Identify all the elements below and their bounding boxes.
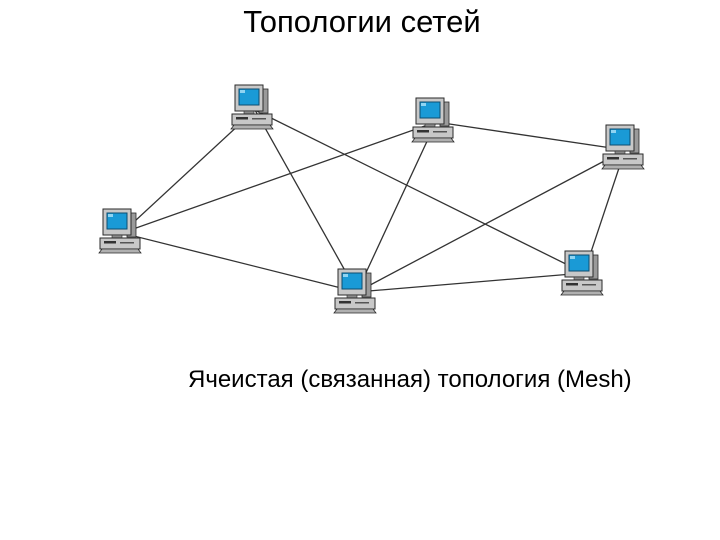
computer-icon bbox=[333, 268, 377, 314]
diagram-caption: Ячеистая (связанная) топология (Mesh) bbox=[188, 366, 632, 393]
network-links bbox=[121, 109, 626, 293]
network-link-pc-1-pc-6 bbox=[254, 109, 585, 274]
computer-icon bbox=[560, 250, 604, 296]
network-link-pc-2-pc-5 bbox=[356, 121, 437, 293]
network-link-pc-4-pc-5 bbox=[121, 232, 358, 293]
network-link-pc-5-pc-6 bbox=[356, 272, 585, 293]
network-link-pc-1-pc-4 bbox=[121, 109, 256, 234]
slide-title: Топологии сетей bbox=[0, 4, 720, 40]
network-nodes bbox=[98, 84, 645, 314]
computer-icon bbox=[411, 97, 455, 143]
computer-icon bbox=[230, 84, 274, 130]
network-link-pc-1-pc-5 bbox=[254, 109, 358, 293]
computer-icon bbox=[601, 124, 645, 170]
slide-title-text: Топологии сетей bbox=[243, 4, 481, 39]
network-link-pc-2-pc-3 bbox=[435, 121, 626, 151]
computer-icon bbox=[98, 208, 142, 254]
network-link-pc-2-pc-4 bbox=[121, 121, 437, 234]
network-link-pc-3-pc-5 bbox=[356, 149, 626, 293]
